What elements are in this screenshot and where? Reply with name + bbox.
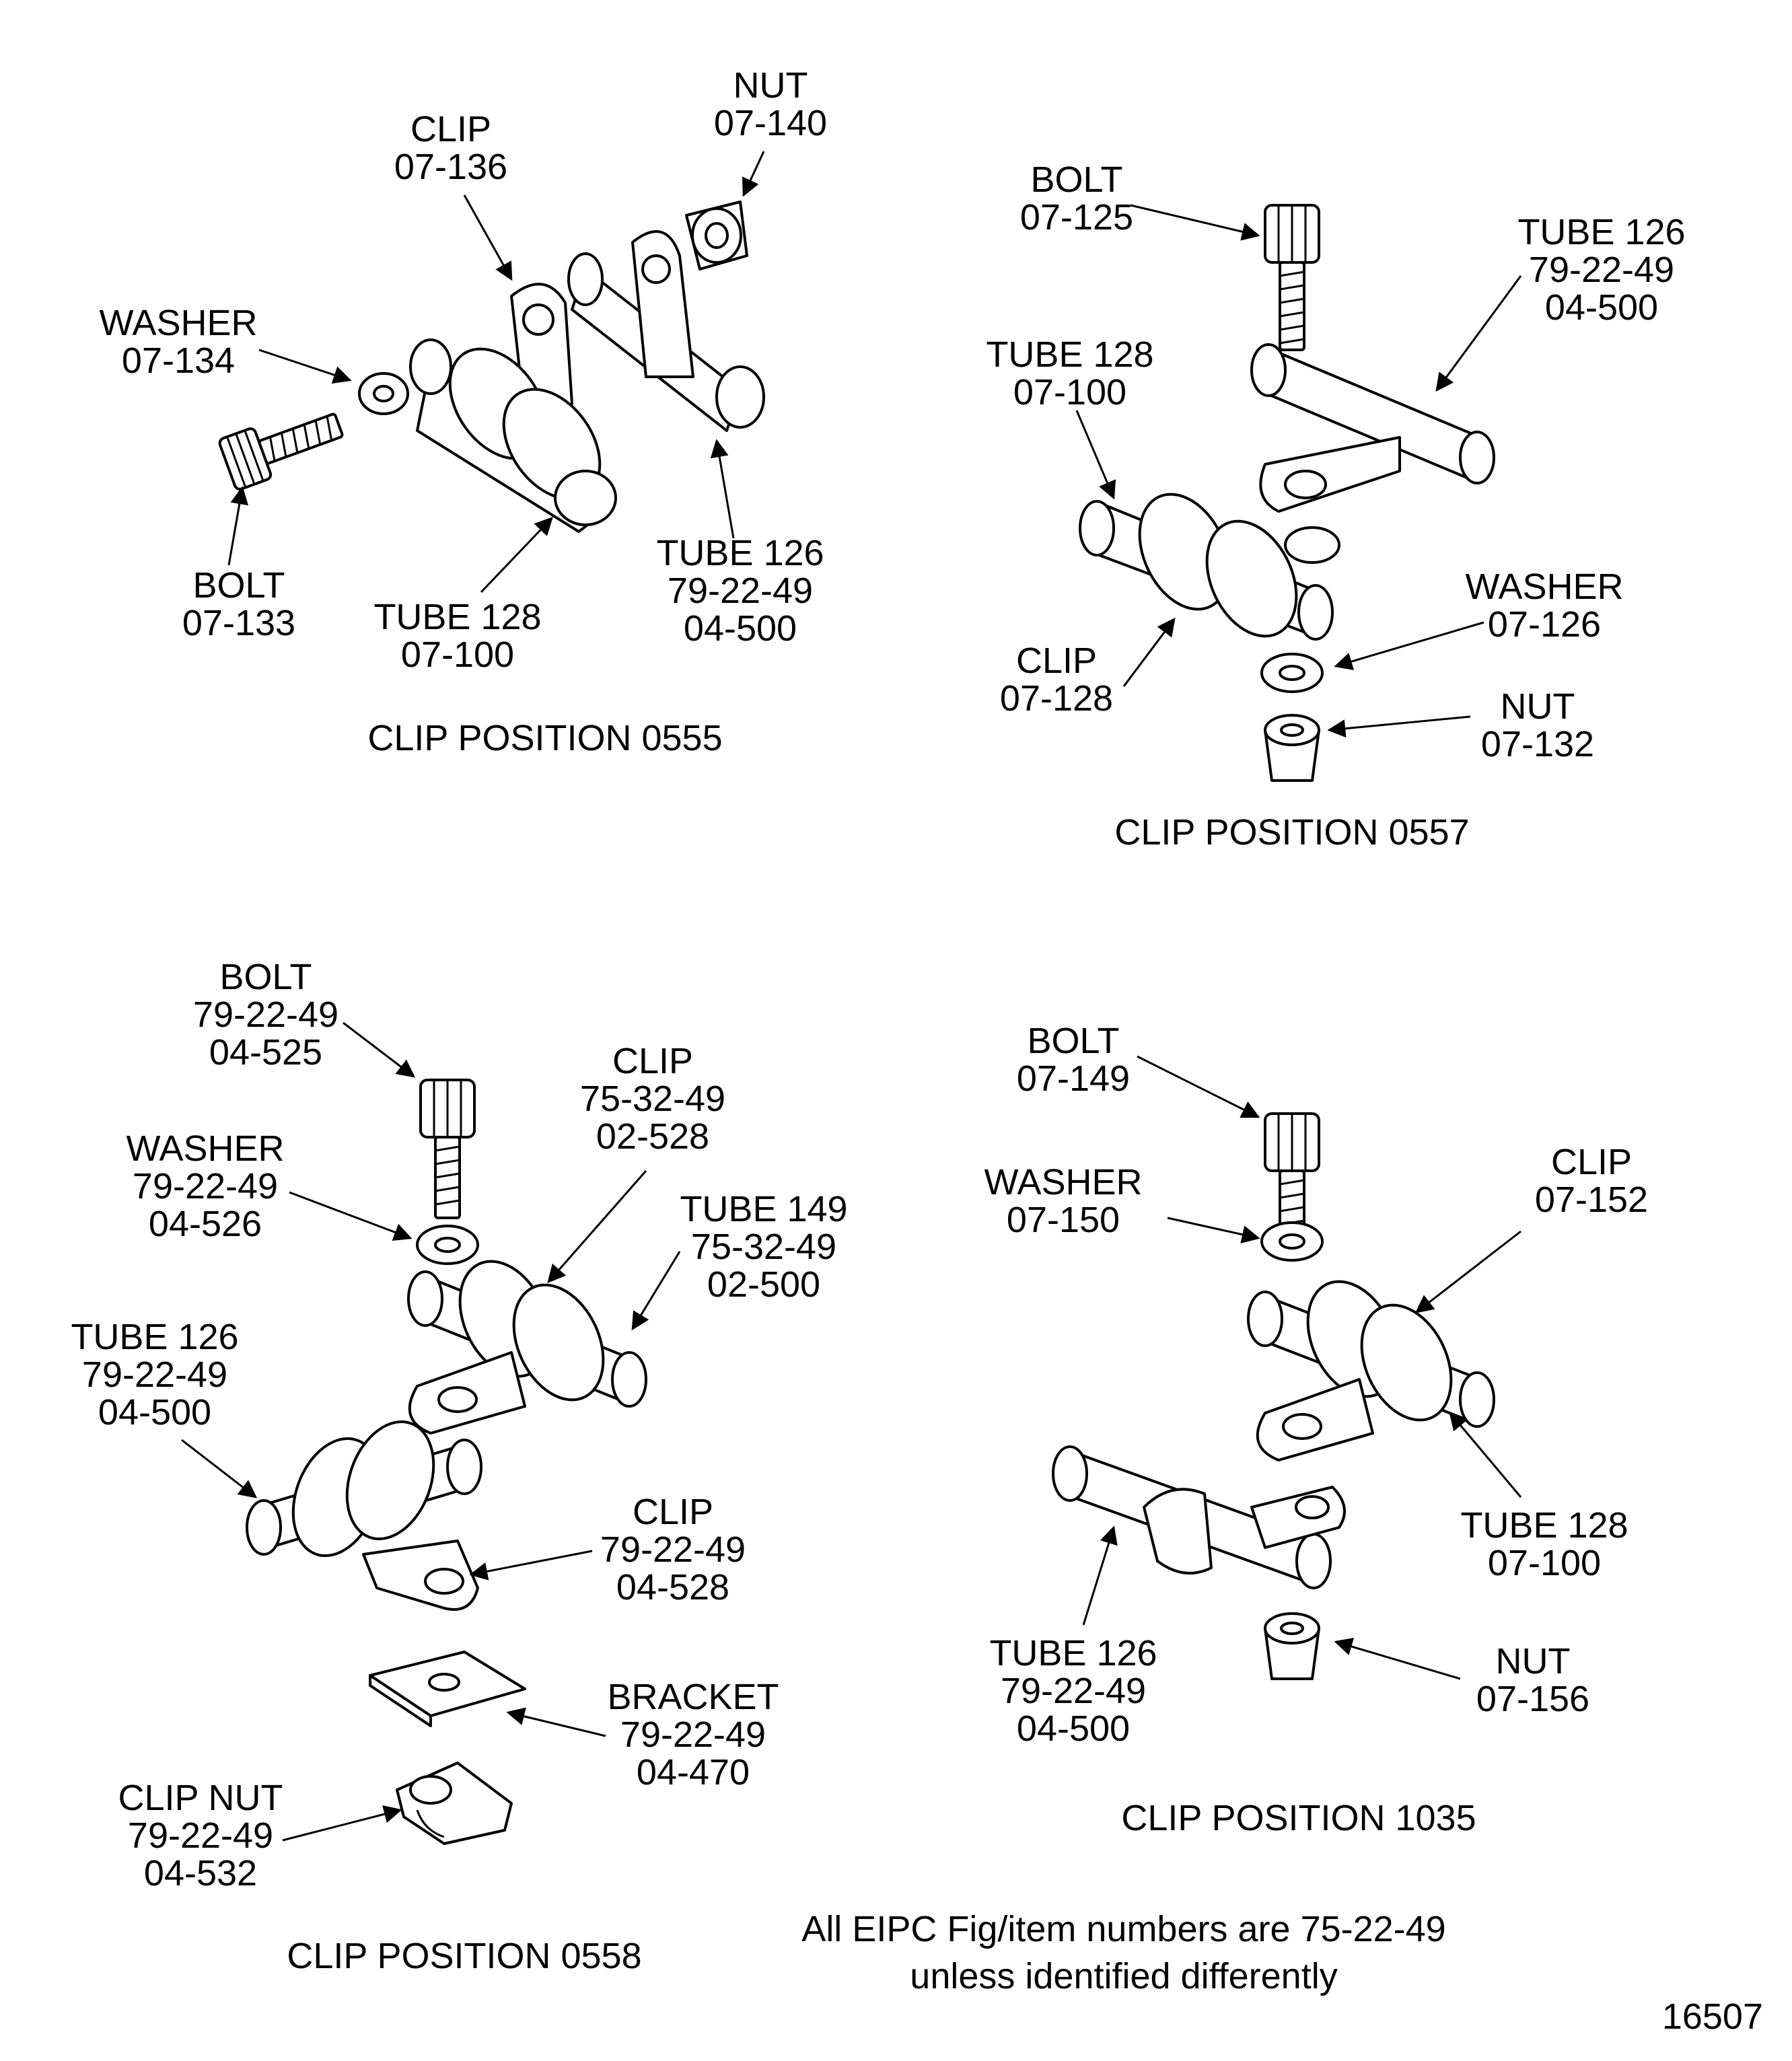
p558-tube126-icon (246, 1420, 482, 1611)
p1035-clip-icon (1247, 1280, 1495, 1461)
caption-clip-position-1035: CLIP POSITION 1035 (1121, 1798, 1476, 1838)
caption-clip-position-0558: CLIP POSITION 0558 (287, 1936, 641, 1976)
p1035-washer-icon (1260, 1221, 1324, 1262)
figure-number: 16507 (1662, 1996, 1763, 2037)
p558-clip-nut-icon (396, 1762, 513, 1845)
p558-bolt-icon (419, 1079, 476, 1219)
eipc-note-line2: unless identified differently (910, 1956, 1337, 1996)
caption-clip-position-0557: CLIP POSITION 0557 (1114, 812, 1469, 853)
p555-clip-icon (409, 283, 617, 533)
leader-lines (181, 151, 1522, 1842)
caption-clip-position-0555: CLIP POSITION 0555 (367, 718, 722, 758)
p555-bolt-icon (218, 412, 344, 491)
p558-washer-icon (416, 1225, 479, 1265)
p557-washer-icon (1260, 653, 1324, 693)
p557-nut-icon (1264, 714, 1320, 782)
eipc-note-line1: All EIPC Fig/item numbers are 75-22-49 (801, 1909, 1445, 1949)
p555-tube126-icon (567, 230, 765, 432)
p557-clip-icon (1079, 493, 1340, 641)
p557-bolt-icon (1264, 204, 1320, 351)
p1035-nut-icon (1264, 1612, 1320, 1680)
p1035-tube126-icon (1052, 1445, 1346, 1589)
p558-bracket-icon (369, 1651, 526, 1727)
p555-nut-icon (685, 201, 748, 270)
p558-clip-a-icon (407, 1260, 647, 1435)
p555-washer-icon (358, 372, 409, 415)
p557-tube126-icon (1250, 343, 1495, 513)
